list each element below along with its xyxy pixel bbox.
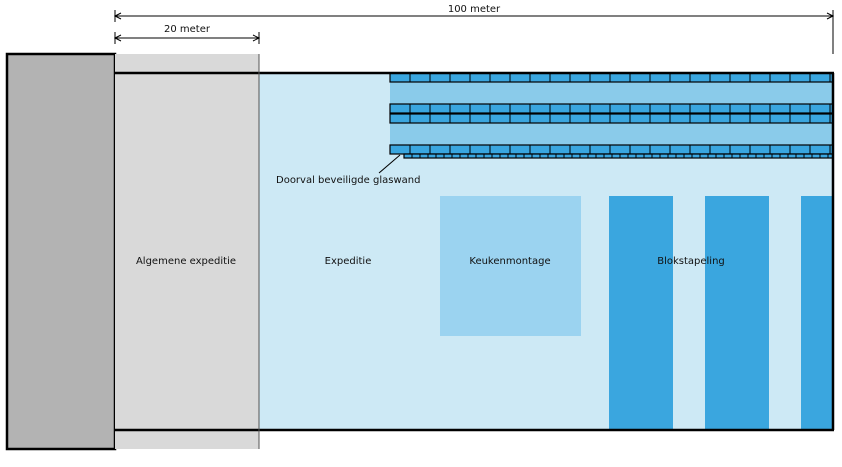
glass-wall-leader bbox=[378, 154, 401, 174]
block-stack-column-2 bbox=[705, 196, 769, 430]
racking-band-2 bbox=[390, 123, 833, 145]
general-dispatch-label: Algemene expeditie bbox=[135, 256, 237, 267]
glass-wall-row bbox=[403, 153, 834, 159]
dimension-100m-label: 100 meter bbox=[447, 4, 501, 15]
kitchen-assembly-zone bbox=[440, 196, 581, 336]
racking-band-1 bbox=[390, 82, 833, 104]
block-stack-column-1 bbox=[609, 196, 673, 430]
rack-row-2 bbox=[389, 103, 834, 114]
glass-wall-label: Doorval beveiligde glaswand bbox=[276, 175, 421, 186]
rack-row-1 bbox=[389, 72, 834, 83]
block-stack-column-3 bbox=[801, 196, 833, 430]
block-stacking-label: Blokstapeling bbox=[657, 256, 725, 267]
dimension-100m bbox=[113, 10, 835, 22]
dimension-20m bbox=[113, 32, 261, 44]
rack-row-4 bbox=[389, 144, 834, 155]
rack-row-3 bbox=[389, 113, 834, 124]
kitchen-assembly-label: Keukenmontage bbox=[469, 256, 551, 267]
general-dispatch-zone bbox=[115, 54, 259, 449]
existing-building bbox=[5, 52, 117, 451]
dispatch-label: Expeditie bbox=[324, 256, 372, 267]
dimension-20m-label: 20 meter bbox=[164, 24, 210, 35]
hall-walls bbox=[115, 71, 835, 432]
